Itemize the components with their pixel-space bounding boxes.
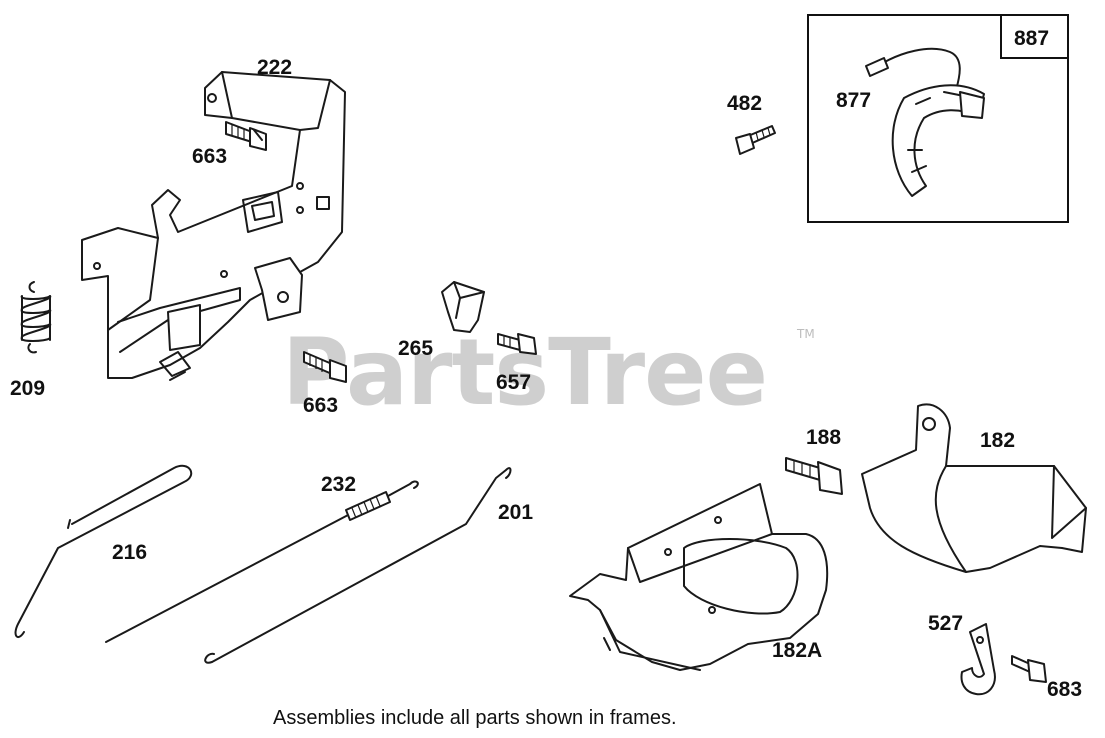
callout-663-lower: 663 [303, 394, 338, 417]
part-222-control-bracket[interactable] [81, 71, 346, 381]
frame-887-label: 887 [1014, 27, 1049, 50]
part-265-clip[interactable] [441, 281, 485, 333]
callout-527: 527 [928, 612, 963, 635]
callout-222: 222 [257, 56, 292, 79]
callout-188: 188 [806, 426, 841, 449]
part-527-clamp[interactable] [960, 623, 996, 696]
callout-657: 657 [496, 371, 531, 394]
part-201-rod[interactable] [204, 467, 512, 664]
part-482-screw[interactable] [735, 125, 776, 155]
part-182a-bracket[interactable] [569, 483, 829, 671]
callout-265: 265 [398, 337, 433, 360]
callout-663-upper: 663 [192, 145, 227, 168]
watermark-trademark: TM [796, 327, 815, 341]
callout-683: 683 [1047, 678, 1082, 701]
callout-877: 877 [836, 89, 871, 112]
part-657-screw[interactable] [497, 333, 537, 355]
caption: Assemblies include all parts shown in fr… [273, 707, 677, 729]
part-663-screw-lower[interactable] [303, 351, 347, 383]
callout-232: 232 [321, 473, 356, 496]
part-182-shield[interactable] [861, 403, 1087, 573]
callout-201: 201 [498, 501, 533, 524]
callout-182a: 182A [772, 639, 822, 662]
part-683-screw[interactable] [1011, 655, 1047, 683]
frame-887: 887 [807, 14, 1069, 223]
part-216-link[interactable] [14, 464, 193, 639]
callout-216: 216 [112, 541, 147, 564]
callout-482: 482 [727, 92, 762, 115]
callout-209: 209 [10, 377, 45, 400]
part-188-screw[interactable] [785, 457, 843, 495]
part-663-screw-upper[interactable] [225, 121, 267, 151]
part-209-spring[interactable] [20, 281, 52, 354]
callout-182: 182 [980, 429, 1015, 452]
part-877-ignition-armature[interactable] [865, 47, 985, 197]
part-232-governor-spring[interactable] [105, 480, 419, 643]
